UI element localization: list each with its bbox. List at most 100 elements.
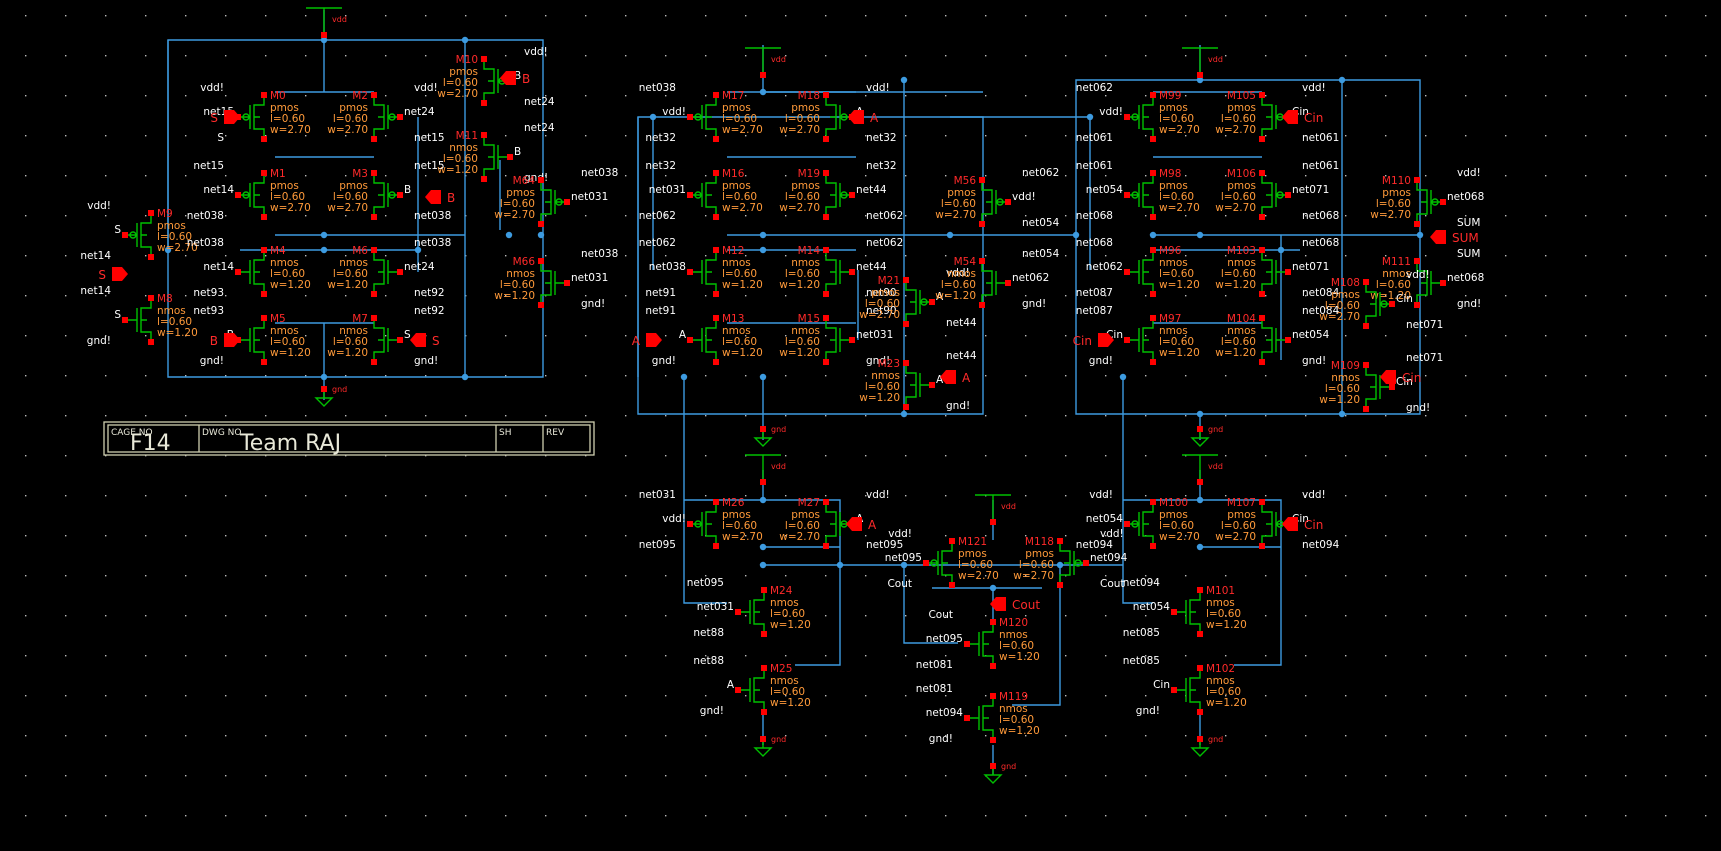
pin-cin[interactable]: Cin [1282, 517, 1323, 532]
pin-b[interactable]: B [425, 190, 455, 205]
pin-a[interactable]: A [632, 333, 662, 348]
device-param: l=0.60 [333, 336, 368, 348]
net-label: net094 [926, 707, 964, 719]
device-param: w=2.70 [722, 202, 763, 214]
pin-cin[interactable]: Cin [1073, 333, 1114, 348]
net-label: net062 [866, 210, 903, 222]
gnd-label: gnd [1208, 425, 1223, 434]
pin-a[interactable]: A [846, 517, 877, 532]
net-label: gnd! [581, 298, 605, 310]
device-name: M1 [270, 168, 286, 180]
device-param: l=0.60 [1221, 336, 1256, 348]
net-label: net91 [645, 287, 676, 299]
pin-a[interactable]: A [848, 110, 879, 125]
net-label: net038 [414, 237, 451, 249]
device-name: M14 [798, 245, 821, 257]
device-name: M64 [513, 175, 536, 187]
pin-sum[interactable]: SUM [1430, 230, 1479, 245]
device-name: M103 [1227, 245, 1256, 257]
device-param: l=0.60 [785, 336, 820, 348]
net-label: gnd! [1302, 355, 1326, 367]
net-label: vdd! [866, 82, 890, 94]
device-name: M106 [1227, 168, 1256, 180]
device-param: l=0.60 [1325, 300, 1360, 312]
device-param: w=2.70 [1319, 311, 1360, 323]
device-param: l=0.60 [785, 113, 820, 125]
pin-b[interactable]: B [210, 333, 240, 348]
pin-label: B [210, 334, 218, 348]
device-param: w=1.20 [999, 651, 1040, 663]
device-name: M11 [456, 130, 478, 142]
device-name: M3 [352, 168, 368, 180]
device-param: w=1.20 [1206, 697, 1247, 709]
pin-cout[interactable]: Cout [990, 597, 1040, 612]
device-param: l=0.60 [1159, 191, 1194, 203]
net-label: vdd! [1406, 269, 1430, 281]
device-param: l=0.60 [722, 113, 757, 125]
net-label: net44 [856, 261, 887, 273]
pin-s[interactable]: S [410, 333, 440, 348]
net-label: net038 [581, 167, 618, 179]
net-label: vdd! [1302, 489, 1326, 501]
pin-b[interactable]: B [500, 71, 530, 86]
pin-cin[interactable]: Cin [1380, 370, 1421, 385]
pin-cin[interactable]: Cin [1282, 110, 1323, 125]
net-label: net068 [1302, 210, 1339, 222]
device-param: pmos [1227, 180, 1256, 192]
net-label: net062 [866, 237, 903, 249]
pin-s[interactable]: S [210, 110, 240, 125]
vdd-label: vdd [1208, 462, 1223, 471]
pin-s[interactable]: S [98, 267, 128, 282]
pin-a[interactable]: A [940, 370, 971, 385]
